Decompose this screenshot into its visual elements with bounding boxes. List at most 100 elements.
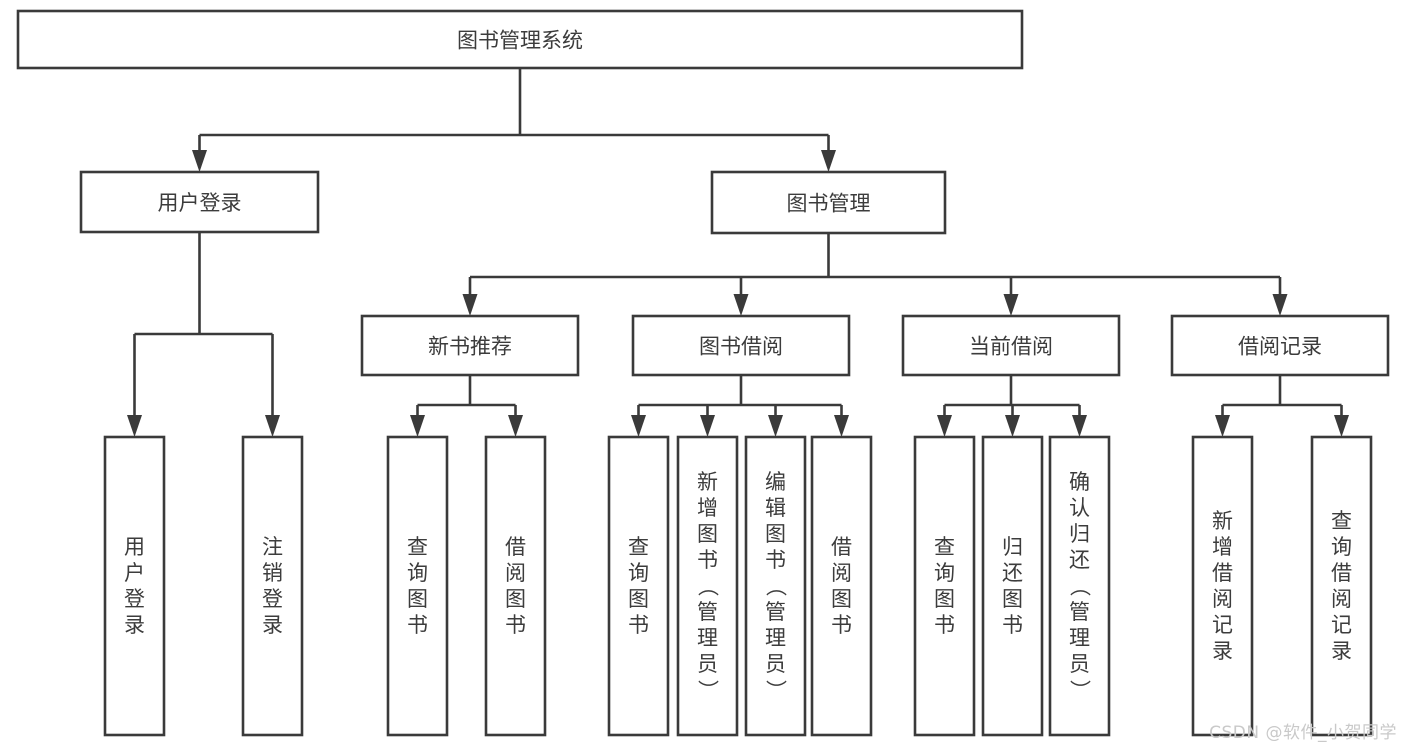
svg-text:归: 归 [1002,535,1023,559]
node-book-borrow[interactable]: 图书借阅 [631,314,851,377]
svg-text:管: 管 [765,600,786,624]
node-box-book-management [710,170,947,235]
node-root[interactable]: 图书管理系统 [16,9,1024,70]
svg-text:新: 新 [697,470,718,494]
node-label-user-login: 用户登录 [158,191,242,215]
svg-text:（: （ [764,576,788,597]
svg-text:注: 注 [262,535,283,559]
svg-text:书: 书 [628,613,649,637]
svg-text:图: 图 [934,587,955,611]
node-label-new-book-recommend: 新书推荐 [428,335,512,359]
svg-text:归: 归 [1069,522,1090,546]
svg-text:员: 员 [697,652,718,676]
svg-text:）: ） [696,680,720,701]
node-box-leaf-query-book-new [386,435,449,737]
connector-borrow-records-to-leaves [1215,375,1349,437]
node-box-leaf-borrow-book-new [484,435,547,737]
svg-text:确: 确 [1069,470,1090,494]
svg-text:登: 登 [262,587,283,611]
arrow-head-icon [462,294,478,316]
node-box-leaf-query-borrow-record [1310,435,1373,737]
node-box-borrow-records [1170,314,1390,377]
svg-text:（: （ [696,576,720,597]
node-box-book-borrow [631,314,851,377]
svg-text:销: 销 [262,561,283,585]
svg-text:理: 理 [1069,626,1090,650]
svg-text:编: 编 [765,470,786,494]
svg-text:借: 借 [1212,561,1233,585]
svg-text:员: 员 [1069,652,1090,676]
svg-text:用: 用 [124,535,145,559]
svg-text:借: 借 [1331,561,1352,585]
connector-root-to-level1 [192,68,836,172]
arrow-head-icon [1003,294,1019,316]
svg-text:书: 书 [765,548,786,572]
arrow-head-icon [265,415,280,437]
node-borrow-records[interactable]: 借阅记录 [1170,314,1390,377]
svg-text:书: 书 [831,613,852,637]
arrow-head-icon [937,415,952,437]
arrow-head-icon [821,150,836,172]
svg-text:录: 录 [1212,639,1233,663]
svg-text:图: 图 [765,522,786,546]
node-user-login[interactable]: 用户登录 [79,170,320,234]
svg-text:查: 查 [1331,509,1352,533]
node-box-leaf-user-login [103,435,166,737]
arrow-head-icon [1334,415,1349,437]
svg-text:记: 记 [1212,613,1233,637]
svg-text:书: 书 [407,613,428,637]
arrow-head-icon [1005,415,1020,437]
node-box-current-borrow [901,314,1121,377]
node-book-management[interactable]: 图书管理 [710,170,947,235]
node-new-book-recommend[interactable]: 新书推荐 [360,314,580,377]
arrow-head-icon [733,294,749,316]
svg-text:阅: 阅 [505,561,526,585]
arrow-head-icon [410,415,425,437]
node-label-book-borrow: 图书借阅 [699,335,783,359]
node-box-leaf-confirm-return-admin [1048,435,1111,737]
svg-text:还: 还 [1069,548,1090,572]
svg-text:书: 书 [697,548,718,572]
svg-text:询: 询 [934,561,955,585]
svg-text:查: 查 [628,535,649,559]
node-label-leaf-user-login: 用户登录 [124,535,145,637]
connector-current-borrow-to-leaves [937,375,1087,437]
node-label-book-management: 图书管理 [787,192,871,216]
node-box-leaf-borrow-book [810,435,873,737]
svg-text:认: 认 [1069,496,1090,520]
svg-text:辑: 辑 [765,496,786,520]
svg-text:录: 录 [262,613,283,637]
svg-text:记: 记 [1331,613,1352,637]
svg-text:）: ） [764,680,788,701]
watermark-label: CSDN @软件_小贺同学 [1209,723,1397,743]
svg-text:图: 图 [697,522,718,546]
node-box-leaf-return-book [981,435,1044,737]
svg-text:询: 询 [407,561,428,585]
node-box-leaf-add-borrow-record [1191,435,1254,737]
arrow-head-icon [1272,294,1288,316]
svg-text:管: 管 [697,600,718,624]
node-current-borrow[interactable]: 当前借阅 [901,314,1121,377]
node-leaf-user-login[interactable]: 用户登录 [103,435,166,737]
svg-text:询: 询 [1331,535,1352,559]
svg-text:录: 录 [1331,639,1352,663]
